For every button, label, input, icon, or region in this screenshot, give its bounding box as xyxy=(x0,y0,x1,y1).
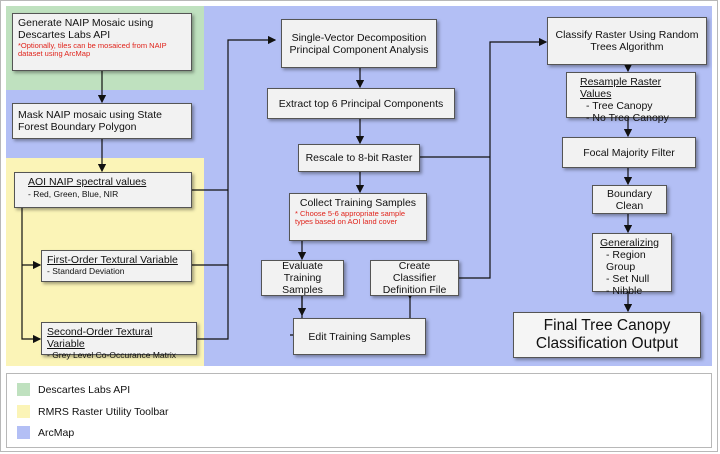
collect-samples-title: Collect Training Samples xyxy=(299,197,417,209)
mask-naip-box: Mask NAIP mosaic using State Forest Boun… xyxy=(12,103,192,139)
mask-naip-title: Mask NAIP mosaic using State Forest Boun… xyxy=(18,109,162,133)
legend-label-arcmap: ArcMap xyxy=(38,426,75,439)
legend-label-descartes: Descartes Labs API xyxy=(38,383,131,396)
extract-pc-box: Extract top 6 Principal Components xyxy=(267,88,455,119)
focal-majority-title: Focal Majority Filter xyxy=(583,146,675,159)
rescale-box: Rescale to 8-bit Raster xyxy=(298,144,420,172)
generalizing-box: Generalizing - Region Group - Set Null -… xyxy=(592,233,672,297)
second-order-box: Second-Order Textural Variable - Grey Le… xyxy=(41,322,197,360)
generalizing-item-1: - Region Group xyxy=(606,249,646,273)
legend-item-descartes: Descartes Labs API xyxy=(17,383,130,396)
create-classifier-title: Create Classifier Definition File xyxy=(382,260,447,296)
aoi-naip-title: AOI NAIP spectral values xyxy=(28,176,147,188)
resample-title: Resample Raster Values xyxy=(580,76,662,100)
first-order-box: First-Order Textural Variable - Standard… xyxy=(41,250,192,282)
create-classifier-box: Create Classifier Definition File xyxy=(370,260,459,296)
resample-box: Resample Raster Values - Tree Canopy - N… xyxy=(566,72,696,124)
classify-raster-box: Classify Raster Using Random Trees Algor… xyxy=(547,17,707,65)
legend-swatch-descartes xyxy=(17,383,30,396)
rescale-title: Rescale to 8-bit Raster xyxy=(305,152,413,164)
final-output-title: Final Tree Canopy Classification Output xyxy=(535,317,679,352)
classify-raster-title: Classify Raster Using Random Trees Algor… xyxy=(555,29,699,53)
pca-box: Single-Vector Decomposition Principal Co… xyxy=(281,19,437,68)
generalizing-item-2: - Set Null xyxy=(606,273,650,285)
generalizing-item-3: - Nibble xyxy=(606,285,643,297)
generate-naip-box: Generate NAIP Mosaic using Descartes Lab… xyxy=(12,13,192,71)
boundary-clean-title: Boundary Clean xyxy=(607,187,652,212)
second-order-title: Second-Order Textural Variable xyxy=(47,326,153,350)
final-output-box: Final Tree Canopy Classification Output xyxy=(513,312,701,358)
collect-samples-note: * Choose 5-6 appropriate sample types ba… xyxy=(295,209,406,226)
generate-naip-note: *Optionally, tiles can be mosaiced from … xyxy=(18,41,167,58)
first-order-title: First-Order Textural Variable xyxy=(47,254,178,266)
first-order-sub: - Standard Deviation xyxy=(47,266,125,276)
legend-swatch-arcmap xyxy=(17,426,30,439)
boundary-clean-box: Boundary Clean xyxy=(592,185,667,214)
generalizing-title: Generalizing xyxy=(600,237,659,249)
resample-item-2: - No Tree Canopy xyxy=(586,112,669,124)
extract-pc-title: Extract top 6 Principal Components xyxy=(278,97,444,110)
legend-swatch-rmrs xyxy=(17,405,30,418)
legend: Descartes Labs API RMRS Raster Utility T… xyxy=(6,373,712,448)
collect-samples-box: Collect Training Samples * Choose 5-6 ap… xyxy=(289,193,427,241)
pca-title: Single-Vector Decomposition Principal Co… xyxy=(289,31,429,56)
legend-item-arcmap: ArcMap xyxy=(17,426,74,439)
second-order-sub: - Grey Level Co-Occurance Matrix xyxy=(47,350,176,360)
evaluate-samples-title: Evaluate Training Samples xyxy=(282,260,323,296)
focal-majority-box: Focal Majority Filter xyxy=(562,137,696,168)
legend-item-rmrs: RMRS Raster Utility Toolbar xyxy=(17,405,169,418)
legend-label-rmrs: RMRS Raster Utility Toolbar xyxy=(38,405,169,418)
edit-samples-box: Edit Training Samples xyxy=(293,318,426,355)
aoi-naip-box: AOI NAIP spectral values - Red, Green, B… xyxy=(14,172,192,208)
aoi-naip-sub: - Red, Green, Blue, NIR xyxy=(28,189,119,199)
evaluate-samples-box: Evaluate Training Samples xyxy=(261,260,344,296)
resample-item-1: - Tree Canopy xyxy=(586,100,653,112)
generate-naip-title: Generate NAIP Mosaic using Descartes Lab… xyxy=(18,17,154,41)
edit-samples-title: Edit Training Samples xyxy=(308,330,411,343)
